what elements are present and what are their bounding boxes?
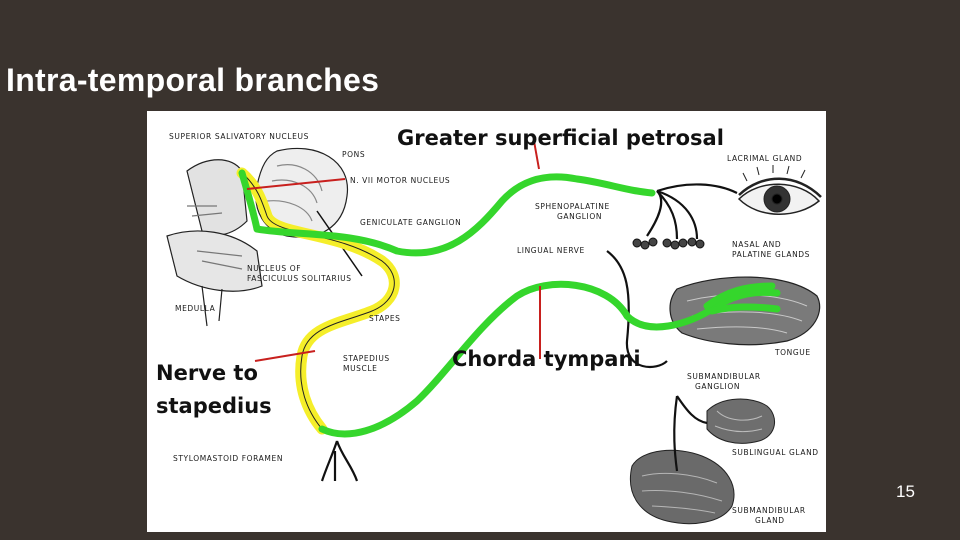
tongue-drawing xyxy=(669,276,821,346)
nasal-glands-drawing xyxy=(632,237,705,250)
label-submandibular-gland-line1: SUBMANDIBULAR xyxy=(732,506,806,515)
label-stylomastoid-foramen: STYLOMASTOID FORAMEN xyxy=(173,454,283,463)
callout-greater-superficial-petrosal: Greater superficial petrosal xyxy=(397,126,724,150)
label-submandibular-ganglion-line1: SUBMANDIBULAR xyxy=(687,372,761,381)
callout-chorda-tympani: Chorda tympani xyxy=(452,347,641,371)
label-sphenopalatine-ganglion-line1: SPHENOPALATINE xyxy=(535,202,610,211)
label-nasal-palatine-line2: PALATINE GLANDS xyxy=(732,250,810,259)
label-submandibular-gland-line2: GLAND xyxy=(755,516,785,525)
label-tongue: TONGUE xyxy=(774,348,811,357)
label-lingual-nerve: LINGUAL NERVE xyxy=(517,246,585,255)
label-geniculate-ganglion: GENICULATE GANGLION xyxy=(360,218,461,227)
label-nucleus-of-fasciculus-line2: FASCICULUS SOLITARIUS xyxy=(247,274,352,283)
label-stapedius-muscle-line2: MUSCLE xyxy=(343,364,377,373)
label-medulla: MEDULLA xyxy=(175,304,216,313)
facial-nerve-diagram: Greater superficial petrosal Chorda tymp… xyxy=(147,111,826,532)
label-n-vii-motor-nucleus: N. VII MOTOR NUCLEUS xyxy=(350,176,450,185)
label-stapes: STAPES xyxy=(369,314,401,323)
label-pons: PONS xyxy=(342,150,365,159)
callout-nerve-to-stapedius-line1: Nerve to xyxy=(156,361,258,385)
diagram-svg: Greater superficial petrosal Chorda tymp… xyxy=(156,126,822,525)
page-number: 15 xyxy=(896,482,915,501)
label-superior-salivatory-nucleus: SUPERIOR SALIVATORY NUCLEUS xyxy=(169,132,309,141)
label-nasal-palatine-line1: NASAL AND xyxy=(732,240,781,249)
slide-title: Intra-temporal branches xyxy=(6,62,380,98)
label-sphenopalatine-ganglion-line2: GANGLION xyxy=(557,212,602,221)
black-nerve-fibers xyxy=(316,183,738,482)
label-nucleus-of-fasciculus-line1: NUCLEUS OF xyxy=(247,264,301,273)
brainstem-drawing xyxy=(166,147,348,327)
label-stapedius-muscle-line1: STAPEDIUS xyxy=(343,354,390,363)
label-submandibular-ganglion-line2: GANGLION xyxy=(695,382,740,391)
callout-nerve-to-stapedius-line2: stapedius xyxy=(156,394,272,418)
red-pointer-lines xyxy=(246,140,541,362)
eye-drawing xyxy=(737,165,822,215)
sublingual-gland-drawing xyxy=(706,398,775,444)
label-sublingual-gland: SUBLINGUAL GLAND xyxy=(732,448,819,457)
label-lacrimal-gland: LACRIMAL GLAND xyxy=(727,154,802,163)
submandibular-gland-drawing xyxy=(630,449,735,525)
green-nerve-fibers xyxy=(238,169,781,438)
